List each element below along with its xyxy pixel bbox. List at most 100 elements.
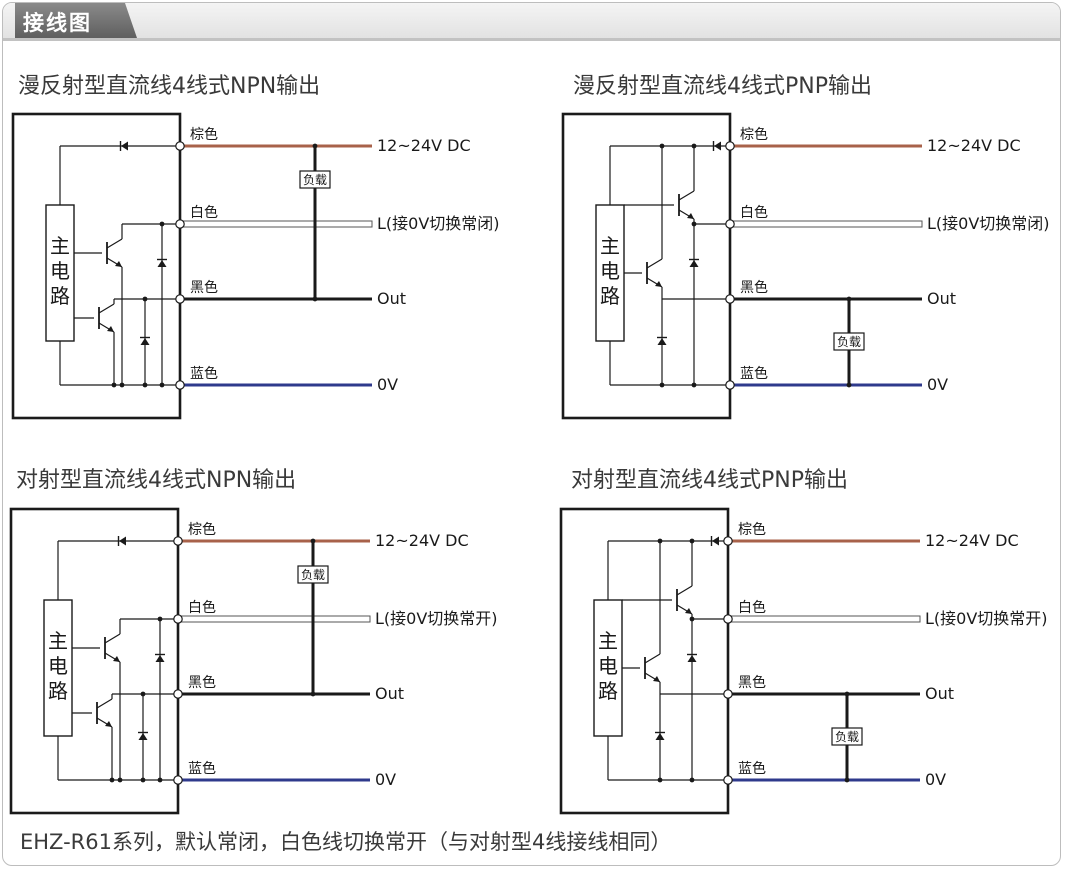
section-title: 接线图 — [23, 11, 92, 35]
junction-dot — [109, 777, 115, 783]
terminal-circle — [173, 614, 183, 624]
main-circuit-label: 主 — [600, 234, 620, 258]
diode-icon — [119, 536, 126, 546]
diode-icon — [138, 733, 148, 740]
diode-icon — [689, 260, 699, 267]
wire-color-label: 黑色 — [190, 279, 218, 296]
sensor-enclosure — [11, 112, 182, 420]
main-circuit-label: 主 — [48, 629, 68, 653]
wire-white — [727, 615, 921, 623]
terminal-circle — [725, 141, 735, 151]
load-label: 负载 — [837, 335, 861, 349]
terminal-label: 12~24V DC — [377, 136, 471, 155]
junction-dot — [844, 777, 850, 783]
terminal-circle — [725, 294, 735, 304]
junction-dot — [310, 691, 316, 697]
diode-icon — [121, 141, 128, 151]
junction-dot — [140, 691, 146, 697]
transistor-collector-leg — [676, 585, 693, 596]
load-label: 负载 — [303, 173, 327, 187]
wire-color-label: 黑色 — [740, 279, 768, 296]
wire-color-label: 黑色 — [738, 674, 766, 691]
diode-icon — [712, 536, 719, 546]
sensor-enclosure — [559, 507, 730, 815]
junction-dot — [159, 382, 165, 388]
wire-white — [729, 220, 923, 228]
wire-color-label: 蓝色 — [190, 365, 218, 382]
load-box — [833, 332, 865, 351]
transistor-arrow-icon — [655, 281, 662, 287]
terminal-label: Out — [927, 289, 956, 308]
wire-color-label: 白色 — [740, 204, 768, 221]
main-circuit-block — [45, 204, 75, 342]
transistor-arrow-icon — [115, 261, 122, 267]
main-circuit-label: 路 — [598, 679, 618, 703]
transistor-arrow-icon — [105, 721, 112, 727]
main-circuit-label: 电 — [598, 654, 618, 678]
junction-dot — [659, 143, 665, 149]
main-circuit-label: 电 — [600, 259, 620, 283]
junction-dot — [119, 382, 125, 388]
terminal-label: L(接0V切换常闭) — [927, 214, 1050, 233]
junction-dot — [657, 538, 663, 544]
wire-white — [177, 615, 371, 623]
diode-icon — [140, 338, 150, 345]
load-box — [831, 727, 863, 746]
transistor-arrow-icon — [687, 213, 694, 219]
main-circuit-label: 电 — [50, 259, 70, 283]
diagram-title-pnp-diffuse: 漫反射型直流线4线式PNP输出 — [573, 74, 872, 99]
terminal-label: Out — [375, 684, 404, 703]
main-circuit-label: 路 — [600, 284, 620, 308]
diode-icon — [657, 338, 667, 345]
terminal-circle — [723, 536, 733, 546]
transistor-collector-leg — [98, 303, 115, 314]
terminal-label: 12~24V DC — [375, 531, 469, 550]
terminal-label: 0V — [377, 375, 398, 394]
load-box — [299, 170, 331, 189]
junction-dot — [157, 777, 163, 783]
load-label: 负载 — [301, 568, 325, 582]
transistor-arrow-icon — [653, 676, 660, 682]
junction-dot — [111, 382, 117, 388]
junction-dot — [142, 382, 148, 388]
junction-dot — [312, 143, 318, 149]
junction-dot — [846, 296, 852, 302]
junction-dot — [689, 538, 695, 544]
transistor-collector-leg — [644, 653, 661, 664]
section-header: 接线图 — [3, 3, 1060, 41]
junction-dot — [691, 221, 697, 227]
header-tab — [15, 3, 137, 38]
transistor-arrow-icon — [113, 656, 120, 662]
junction-dot — [689, 777, 695, 783]
transistor-arrow-icon — [685, 608, 692, 614]
wire-color-label: 棕色 — [188, 521, 216, 538]
junction-dot — [142, 296, 148, 302]
wire-color-label: 白色 — [190, 204, 218, 221]
junction-dot — [844, 691, 850, 697]
transistor-collector-leg — [96, 698, 113, 709]
wire-color-label: 棕色 — [738, 521, 766, 538]
wire-color-label: 棕色 — [190, 126, 218, 143]
terminal-label: 12~24V DC — [925, 531, 1019, 550]
terminal-label: Out — [925, 684, 954, 703]
junction-dot — [157, 616, 163, 622]
junction-dot — [657, 777, 663, 783]
diode-icon — [655, 733, 665, 740]
main-circuit-label: 路 — [48, 679, 68, 703]
main-circuit-label: 主 — [598, 629, 618, 653]
diagram-title-npn-thrubeam: 对射型直流线4线式NPN输出 — [16, 468, 297, 493]
terminal-circle — [175, 219, 185, 229]
terminal-label: 0V — [375, 770, 396, 789]
diode-icon — [155, 655, 165, 662]
diode-icon — [687, 655, 697, 662]
terminal-circle — [175, 294, 185, 304]
transistor-collector-leg — [678, 190, 695, 201]
transistor-arrow-icon — [107, 326, 114, 332]
junction-dot — [310, 538, 316, 544]
terminal-circle — [723, 775, 733, 785]
wire-color-label: 黑色 — [188, 674, 216, 691]
